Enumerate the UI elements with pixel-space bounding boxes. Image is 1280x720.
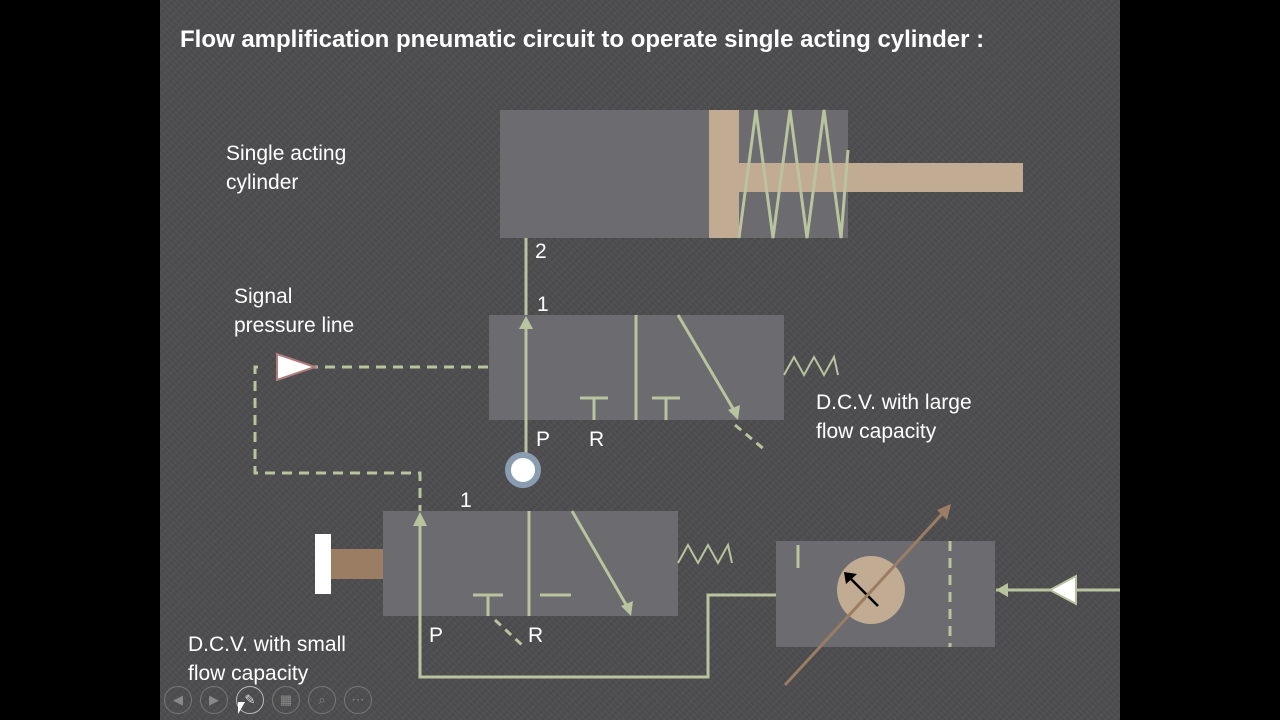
- large-dcv-label: D.C.V. with large flow capacity: [816, 388, 972, 446]
- large-dcv: [489, 314, 839, 452]
- inlet-triangle-marker: [1047, 574, 1077, 606]
- signal-label-line2: pressure line: [234, 314, 355, 337]
- push-button-stem: [330, 549, 383, 579]
- large-dcv-label-line1: D.C.V. with large: [816, 391, 972, 414]
- presentation-toolbar: ◀ ▶ ✎ ▦ ⌕ ⋯: [164, 686, 372, 716]
- slide-title: Flow amplification pneumatic circuit to …: [180, 26, 985, 53]
- small-dcv-label-line2: flow capacity: [188, 662, 309, 685]
- single-acting-cylinder: [500, 109, 1023, 239]
- mouse-cursor-icon: [238, 702, 245, 714]
- cylinder-label: Single acting cylinder: [226, 139, 346, 197]
- flow-control-valve: [776, 504, 995, 687]
- port-cylinder-2: 2: [535, 240, 547, 263]
- port-small-r: R: [528, 624, 544, 647]
- signal-label-line1: Signal: [234, 285, 293, 308]
- small-dcv: [315, 510, 733, 647]
- circuit-diagram: [253, 109, 1120, 687]
- inlet-arrow: [996, 574, 1077, 606]
- prev-icon[interactable]: ◀: [164, 686, 192, 714]
- signal-pressure-line: [253, 365, 488, 512]
- large-dcv-spring: [783, 354, 839, 378]
- cylinder-label-line1: Single acting: [226, 142, 347, 165]
- piston-rod: [730, 163, 1023, 192]
- main-supply-line: [418, 515, 776, 679]
- pen-icon[interactable]: ✎: [236, 686, 264, 714]
- port-large-p: P: [536, 428, 551, 451]
- signal-label: Signal pressure line: [234, 282, 354, 340]
- port-large-1: 1: [537, 293, 549, 316]
- next-icon[interactable]: ▶: [200, 686, 228, 714]
- piston-head: [709, 110, 739, 238]
- port-small-p: P: [429, 624, 444, 647]
- small-dcv-label: D.C.V. with small flow capacity: [188, 630, 346, 688]
- more-icon[interactable]: ⋯: [344, 686, 372, 714]
- return-spring: [737, 109, 850, 239]
- push-button-head: [315, 534, 331, 594]
- zoom-icon[interactable]: ⌕: [308, 686, 336, 714]
- small-dcv-label-line1: D.C.V. with small: [188, 633, 346, 656]
- slide: Flow amplification pneumatic circuit to …: [160, 0, 1120, 720]
- small-dcv-spring: [677, 542, 733, 566]
- signal-triangle-marker: [276, 352, 319, 382]
- port-large-r: R: [589, 428, 605, 451]
- cylinder-label-line2: cylinder: [226, 171, 299, 194]
- slides-icon[interactable]: ▦: [272, 686, 300, 714]
- large-dcv-label-line2: flow capacity: [816, 420, 937, 443]
- port-small-1: 1: [460, 489, 472, 512]
- air-supply-source: [505, 452, 541, 488]
